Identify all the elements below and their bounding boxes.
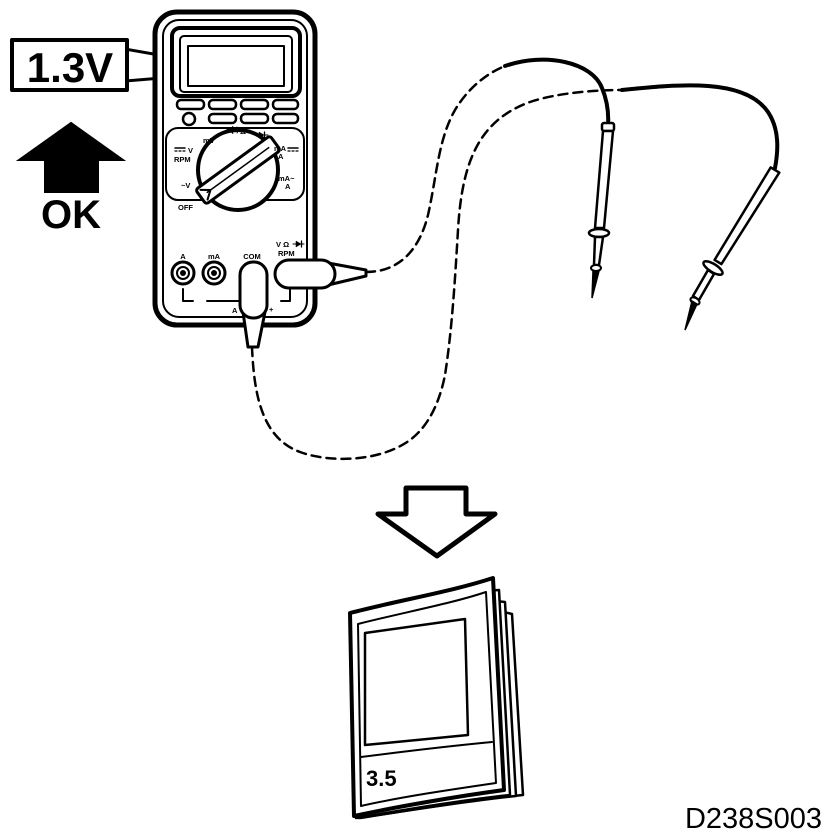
test-probe-right bbox=[620, 83, 781, 331]
dial-pointer-line bbox=[206, 146, 270, 194]
dial-label-off: OFF bbox=[178, 203, 193, 212]
service-manual: 3.5 bbox=[348, 576, 525, 820]
probe-handle bbox=[593, 129, 615, 230]
probe-grip bbox=[592, 235, 605, 267]
meter-button bbox=[207, 112, 238, 125]
probe-cable bbox=[620, 83, 780, 170]
com-lead-wire bbox=[250, 88, 624, 461]
polarity-bracket bbox=[182, 288, 194, 302]
diode-icon bbox=[292, 240, 305, 248]
dial-label-dc-v: V bbox=[188, 146, 193, 155]
com-plug bbox=[238, 260, 269, 349]
probe-handle bbox=[713, 166, 781, 266]
meter-button bbox=[207, 98, 238, 111]
dc-symbol-icon bbox=[174, 147, 186, 152]
meter-round-button bbox=[181, 111, 197, 127]
ok-label: OK bbox=[41, 193, 101, 237]
probe-grip bbox=[691, 268, 716, 302]
dc-symbol-icon bbox=[287, 147, 299, 152]
figure-code: D238S003 bbox=[685, 803, 822, 835]
meter-button bbox=[239, 112, 270, 125]
polarity-label-plus: + bbox=[269, 305, 274, 314]
dial-pointer bbox=[195, 135, 281, 205]
dial-pointer-notch bbox=[199, 188, 212, 201]
meter-button bbox=[175, 98, 206, 111]
jack-label-a: A bbox=[180, 252, 186, 261]
dial-label-ac-ma: mA~ bbox=[278, 174, 295, 183]
v-lead-wire bbox=[364, 64, 507, 274]
probe-tip bbox=[684, 299, 698, 331]
jack-label-v-ohm: V Ω bbox=[276, 240, 289, 249]
jack-label-com: COM bbox=[243, 252, 261, 261]
polarity-bracket bbox=[280, 288, 291, 302]
callout-reading: 1.3V bbox=[27, 44, 113, 91]
dial-label-mv: mV bbox=[203, 136, 215, 145]
probe-tip bbox=[591, 270, 600, 299]
ok-status: OK bbox=[15, 121, 127, 237]
jack-label-rpm: RPM bbox=[278, 249, 295, 258]
manual-cover-window bbox=[363, 617, 470, 747]
display-screen bbox=[187, 45, 285, 87]
diode-icon bbox=[255, 131, 269, 139]
v-plug bbox=[273, 258, 368, 290]
probe-cable bbox=[503, 57, 611, 128]
polarity-label-a: A bbox=[232, 306, 238, 315]
dial-label-ac-a: A bbox=[285, 182, 291, 191]
up-arrow-icon bbox=[15, 121, 127, 193]
multimeter: mV Ω mA A mA~ A V RPM ~V OFF A mA COM V bbox=[152, 9, 368, 349]
jack-ma bbox=[201, 260, 227, 286]
manual-section-number: 3.5 bbox=[366, 766, 397, 791]
meter-button bbox=[239, 98, 270, 111]
test-probe-left bbox=[503, 57, 616, 299]
jack-label-ma: mA bbox=[208, 252, 221, 261]
down-arrow-icon bbox=[375, 485, 498, 559]
speaker-icon bbox=[226, 125, 239, 135]
dial-label-dc-a: A bbox=[278, 152, 284, 161]
meter-button bbox=[271, 112, 300, 125]
callout-box bbox=[10, 38, 129, 92]
probe-collar bbox=[590, 264, 602, 272]
manual-label-rule bbox=[360, 741, 493, 758]
dial-label-ac-v: ~V bbox=[181, 181, 190, 190]
dial-label-rpm: RPM bbox=[174, 155, 191, 164]
manual-cover-border bbox=[357, 591, 497, 807]
jack-a bbox=[170, 260, 196, 286]
dial-label-ohm: Ω bbox=[240, 127, 246, 136]
dial-label-dc-ma: mA bbox=[274, 144, 287, 153]
meter-button bbox=[271, 98, 300, 111]
